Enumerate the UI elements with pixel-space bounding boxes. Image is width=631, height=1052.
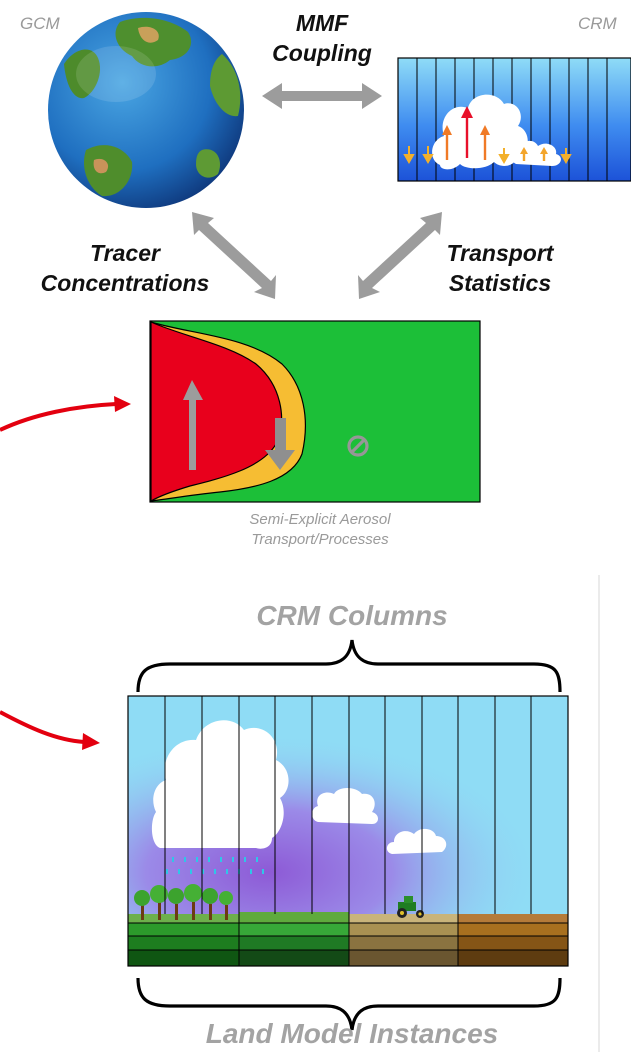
aerosol-process-box — [149, 320, 481, 503]
transport-line: Transport — [446, 240, 554, 266]
mmf-line: MMF — [295, 10, 349, 36]
tracer-concentrations-label: Tracer Concentrations — [20, 238, 230, 298]
tracer-line: Tracer — [90, 240, 160, 266]
brace-bottom — [136, 977, 562, 1031]
cloud-icon — [151, 720, 447, 854]
coupling-arrows — [192, 83, 442, 299]
pointer-arrow-top — [0, 402, 117, 432]
crm-panel — [397, 57, 631, 182]
brace-top — [136, 639, 562, 693]
gcm-label: GCM — [20, 14, 60, 33]
updraft-arrows — [442, 106, 548, 161]
rain-icon — [166, 857, 264, 874]
braces — [136, 639, 562, 1031]
crm-column-lines — [128, 696, 568, 966]
coupling-line: Coupling — [272, 40, 372, 66]
down-arrow — [265, 418, 295, 470]
crm-label: CRM — [578, 14, 617, 33]
transport-statistics-label: Transport Statistics — [420, 238, 580, 298]
caption-line-2: Transport/Processes — [251, 531, 389, 548]
land-model-instances-label: Land Model Instances — [205, 1018, 499, 1049]
tracer-double-arrow — [192, 212, 276, 299]
no-symbol-icon — [347, 435, 369, 457]
land-crm-panel — [127, 695, 569, 967]
mmf-coupling-label: MMF Coupling — [262, 8, 382, 68]
semi-explicit-caption: Semi-Explicit Aerosol Transport/Processe… — [210, 510, 430, 550]
mmf-double-arrow — [262, 83, 382, 109]
up-arrow — [183, 380, 203, 470]
transport-double-arrow — [358, 212, 442, 299]
tree-icon — [134, 884, 233, 920]
downdraft-arrows — [403, 146, 572, 165]
crm-columns-label: CRM Columns — [256, 600, 448, 631]
tractor-icon — [397, 896, 424, 918]
pointer-arrows — [0, 402, 117, 744]
statistics-line: Statistics — [448, 270, 552, 296]
pointer-arrow-bottom — [0, 710, 85, 744]
concentrations-line: Concentrations — [40, 270, 210, 296]
globe-icon — [48, 10, 246, 208]
caption-line-1: Semi-Explicit Aerosol — [249, 511, 391, 528]
